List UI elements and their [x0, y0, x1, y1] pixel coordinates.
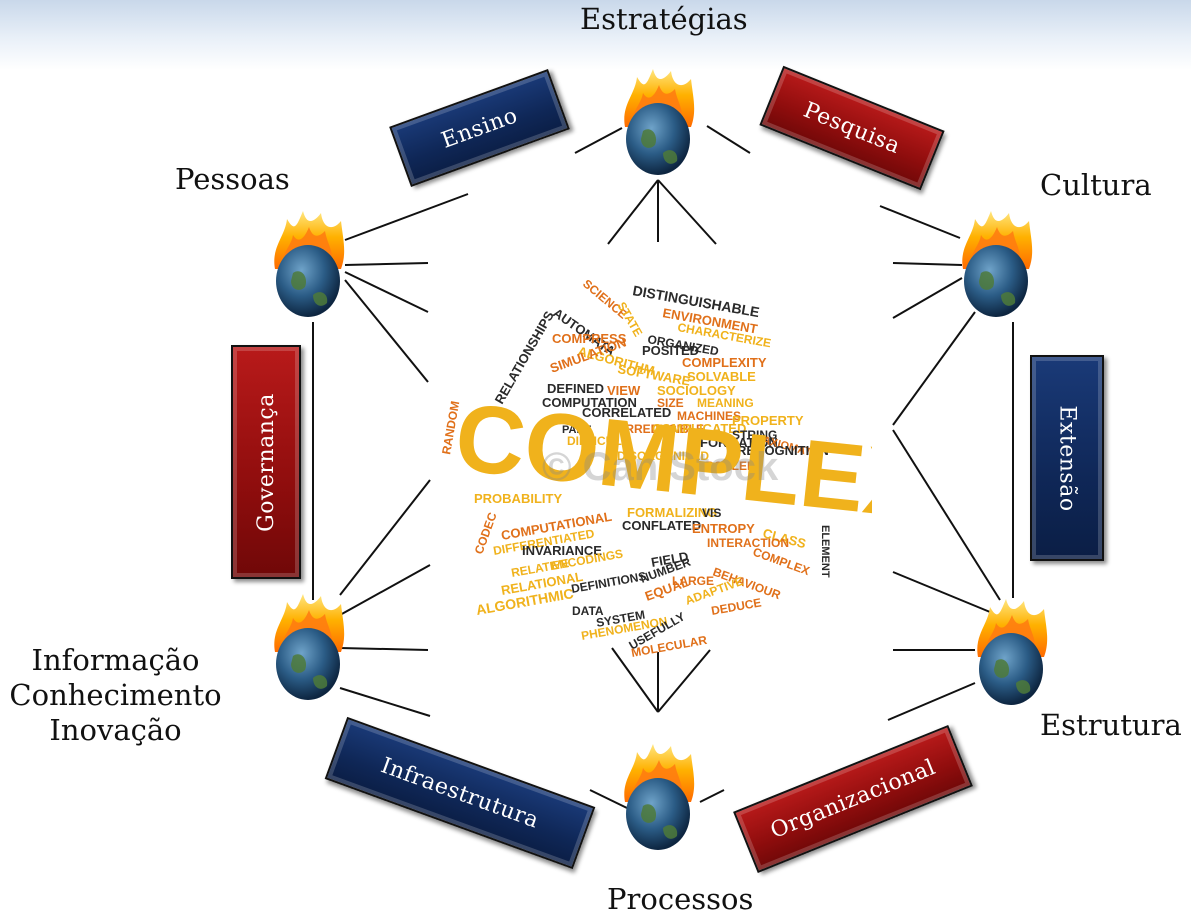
connector-group	[312, 125, 1014, 809]
line-infra-bottom	[589, 789, 628, 809]
word-cloud-word: IRREDUCIBLE	[622, 422, 704, 436]
word-cloud-word: PROBLEM	[697, 459, 757, 473]
line-ll-bottom	[339, 687, 431, 717]
line-ul-spoke-3	[344, 279, 429, 383]
box-governanca: Governança	[231, 345, 301, 579]
node-label-pessoas: Pessoas	[175, 162, 290, 196]
line-ur-spoke-3	[892, 311, 976, 426]
word-cloud-word: PART	[562, 424, 591, 436]
node-label-estrutura: Estrutura	[1040, 708, 1182, 742]
word-cloud-word: LARGE	[672, 574, 714, 588]
line-pesquisa-cultura	[879, 205, 961, 239]
burning-globe-icon	[962, 211, 1033, 317]
box-ensino-label: Ensino	[438, 102, 521, 154]
word-cloud-word: RECOGNITION	[737, 443, 829, 458]
node-label-processos: Processos	[607, 882, 754, 916]
word-cloud-word: DATA	[572, 604, 604, 618]
word-cloud-word: INFORMATION	[687, 435, 778, 450]
top-gradient-band	[0, 0, 1191, 70]
line-ll-spoke-3	[339, 647, 429, 651]
word-cloud-word: DEFINED	[547, 381, 604, 396]
line-bottom-spoke-3	[657, 649, 711, 713]
word-cloud-word: COMPLICATED	[652, 421, 746, 436]
node-label-inovacao: Inovação	[49, 712, 182, 747]
word-cloud-word: MACHINES	[677, 409, 741, 423]
word-cloud-word: ELEMENT	[819, 525, 831, 578]
line-top-spoke-3	[657, 179, 717, 245]
node-label-informacao-group: Informação Conhecimento Inovação	[8, 643, 223, 747]
word-cloud-word: ENTROPY	[692, 521, 755, 536]
word-cloud-word: INTERACTION	[707, 536, 789, 550]
line-top-ensino	[574, 127, 623, 154]
line-pessoas-ensino	[344, 193, 469, 241]
word-cloud-word: INVARIANCE	[522, 543, 602, 558]
burning-globe-icon	[624, 69, 695, 175]
word-cloud-word: SOCIOLOGY	[657, 383, 736, 398]
burning-globe-icon	[274, 594, 345, 700]
word-cloud-word: COMPLEXITY	[682, 355, 767, 370]
word-cloud-word: CONFLATED	[622, 518, 701, 533]
word-cloud-word: COMPRESS	[552, 331, 627, 346]
line-top-spoke-1	[607, 179, 659, 245]
word-cloud-word: COMPUTATION	[542, 395, 637, 410]
line-ul-spoke-2	[344, 271, 429, 313]
line-ur-spoke-1	[892, 262, 963, 266]
burning-globe-icon	[624, 744, 695, 850]
node-label-cultura: Cultura	[1040, 168, 1152, 202]
word-cloud-word: POSITED	[642, 343, 699, 358]
word-cloud-word: VIS	[702, 506, 721, 520]
line-ur-spoke-2	[892, 277, 963, 319]
word-cloud-word: SIZE	[657, 396, 684, 410]
burning-globe-icon	[274, 211, 345, 317]
word-cloud-word: CORRELATED	[582, 405, 671, 420]
line-lr-bottom	[887, 682, 976, 721]
word-cloud-watermark: © Can Stock	[542, 445, 779, 489]
word-cloud-word: PROBABILITY	[474, 491, 562, 506]
line-top-pesquisa	[706, 125, 751, 154]
burning-globe-icon	[977, 599, 1048, 705]
line-ll-spoke-2	[339, 564, 431, 616]
word-cloud-word: FORMALIZING	[627, 505, 717, 520]
word-cloud-word: DISORGANIZED	[617, 449, 709, 463]
box-governanca-label: Governança	[253, 392, 279, 532]
node-label-estrategias: Estratégias	[580, 2, 748, 36]
line-ul-spoke-1	[344, 262, 429, 266]
box-extensao: Extensão	[1030, 355, 1104, 561]
word-cloud-word: STRING	[732, 428, 777, 442]
word-cloud-word: PROPERTY	[732, 413, 804, 428]
word-cloud-word: DEDUCE	[710, 595, 762, 618]
word-cloud-word: SOLVABLE	[687, 369, 756, 384]
node-label-conhecimento: Conhecimento	[9, 677, 222, 712]
line-bottom-spoke-1	[611, 647, 659, 713]
word-cloud-word: VIEW	[607, 383, 641, 398]
line-lr-spoke-1	[892, 429, 1001, 601]
line-org-bottom	[699, 789, 725, 803]
node-label-informacao: Informação	[31, 643, 200, 677]
word-cloud-word: FIELD	[650, 549, 690, 570]
line-lr-spoke-2	[892, 571, 991, 613]
word-cloud-word: DIFFICULT	[567, 434, 629, 448]
line-ll-spoke-1	[339, 479, 431, 596]
word-cloud-word: MEANING	[697, 396, 754, 410]
box-extensao-label: Extensão	[1054, 404, 1080, 512]
